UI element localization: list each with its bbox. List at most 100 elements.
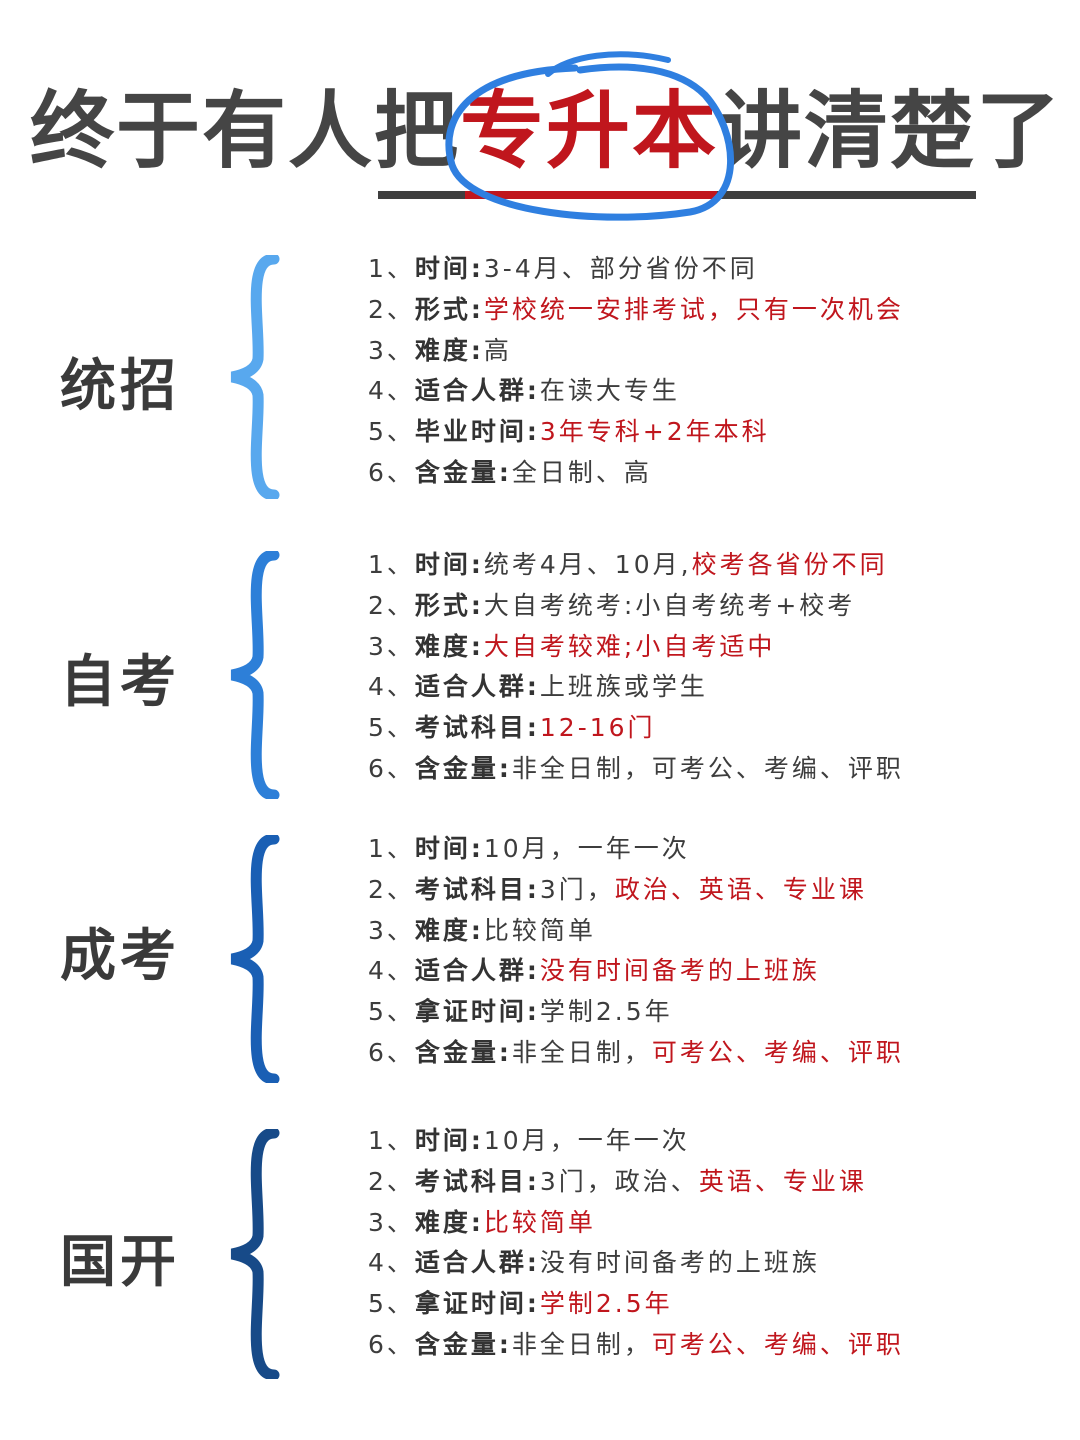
item-label: 毕业时间: bbox=[414, 417, 540, 447]
item-value: 可考公、考编、评职 bbox=[651, 1329, 904, 1359]
item-label: 拿证时间: bbox=[414, 1289, 540, 1319]
item-value: 非全日制， bbox=[511, 1329, 652, 1359]
item-list: 1、时间:3-4月、部分省份不同 2、形式:学校统一安排考试，只有一次机会 3、难度… bbox=[368, 249, 904, 494]
item-number: 4、 bbox=[368, 376, 415, 406]
item-label: 适合人群: bbox=[414, 956, 540, 986]
title-accent: 专升本 bbox=[460, 82, 719, 180]
item-value: 3门， bbox=[539, 874, 615, 904]
title-block: 终于有人把专升本讲清楚了 bbox=[0, 0, 1080, 221]
item-label: 拿证时间: bbox=[414, 997, 540, 1027]
item-value: 比较简单 bbox=[483, 1207, 596, 1237]
list-item: 4、适合人群:没有时间备考的上班族 bbox=[368, 951, 904, 992]
item-label: 含金量: bbox=[414, 1329, 512, 1359]
item-value: 上班族或学生 bbox=[539, 672, 708, 702]
section-tongzhao: 统招 1、时间:3-4月、部分省份不同 2、形式:学校统一安排考试，只有一次机会 3… bbox=[0, 249, 1080, 499]
list-item: 6、含金量:非全日制，可考公、考编、评职 bbox=[368, 1325, 904, 1366]
item-number: 1、 bbox=[368, 834, 415, 863]
item-number: 6、 bbox=[368, 1329, 415, 1359]
section-label: 统招 bbox=[60, 354, 180, 419]
list-item: 4、适合人群:在读大专生 bbox=[368, 371, 904, 412]
item-number: 6、 bbox=[368, 457, 415, 487]
item-value: 统考4月、10月, bbox=[483, 550, 692, 579]
item-number: 5、 bbox=[368, 713, 415, 743]
list-item: 4、适合人群:上班族或学生 bbox=[368, 667, 904, 708]
item-value: 政治、英语、专业课 bbox=[614, 874, 867, 904]
item-value: 校考各省份不同 bbox=[691, 550, 888, 579]
item-value: 10月，一年一次 bbox=[483, 834, 690, 863]
list-item: 3、难度:比较简单 bbox=[368, 1203, 904, 1244]
item-number: 3、 bbox=[368, 631, 415, 661]
item-label: 难度: bbox=[414, 631, 484, 661]
curly-brace-icon bbox=[230, 551, 280, 799]
item-number: 4、 bbox=[368, 672, 415, 702]
item-number: 2、 bbox=[368, 294, 415, 324]
item-number: 1、 bbox=[368, 550, 415, 579]
item-number: 5、 bbox=[368, 997, 415, 1027]
item-number: 4、 bbox=[368, 1248, 415, 1278]
item-label: 考试科目: bbox=[414, 874, 540, 904]
item-value: 高 bbox=[483, 335, 512, 365]
item-label: 考试科目: bbox=[414, 1166, 540, 1196]
list-item: 3、难度:比较简单 bbox=[368, 911, 904, 952]
title-part1: 终于有人把 bbox=[30, 82, 461, 180]
list-item: 2、考试科目:3门，政治、英语、专业课 bbox=[368, 1162, 904, 1203]
item-label: 形式: bbox=[414, 590, 484, 620]
item-value: 学制2.5年 bbox=[539, 997, 673, 1027]
list-item: 5、考试科目:12-16门 bbox=[368, 708, 904, 749]
list-item: 5、拿证时间:学制2.5年 bbox=[368, 992, 904, 1033]
item-label: 适合人群: bbox=[414, 1248, 540, 1278]
item-label: 难度: bbox=[414, 335, 484, 365]
item-value: 大自考较难;小自考适中 bbox=[483, 631, 776, 661]
item-number: 5、 bbox=[368, 417, 415, 447]
list-item: 2、考试科目:3门，政治、英语、专业课 bbox=[368, 870, 904, 911]
title-part2: 讲清楚了 bbox=[718, 82, 1063, 180]
list-item: 5、拿证时间:学制2.5年 bbox=[368, 1284, 904, 1325]
item-value: 学制2.5年 bbox=[539, 1289, 673, 1319]
item-label: 含金量: bbox=[414, 1037, 512, 1067]
item-number: 4、 bbox=[368, 956, 415, 986]
section-label: 成考 bbox=[60, 924, 180, 989]
item-value: 大自考统考:小自考统考+校考 bbox=[483, 590, 856, 620]
curly-brace-icon bbox=[230, 1129, 280, 1379]
item-label: 时间: bbox=[414, 550, 484, 579]
item-value: 没有时间备考的上班族 bbox=[539, 956, 820, 986]
list-item: 2、形式:大自考统考:小自考统考+校考 bbox=[368, 586, 904, 627]
list-item: 1、时间:10月，一年一次 bbox=[368, 829, 904, 870]
item-value: 全日制、高 bbox=[511, 457, 652, 487]
item-number: 6、 bbox=[368, 1037, 415, 1067]
item-label: 形式: bbox=[414, 294, 484, 324]
item-number: 2、 bbox=[368, 590, 415, 620]
item-number: 3、 bbox=[368, 1207, 415, 1237]
item-number: 5、 bbox=[368, 1289, 415, 1319]
list-item: 1、时间:10月，一年一次 bbox=[368, 1121, 904, 1162]
item-label: 考试科目: bbox=[414, 713, 540, 743]
item-value: 非全日制，可考公、考编、评职 bbox=[511, 753, 904, 783]
list-item: 3、难度:高 bbox=[368, 331, 904, 372]
item-label: 时间: bbox=[414, 1126, 484, 1155]
item-number: 3、 bbox=[368, 915, 415, 945]
item-label: 适合人群: bbox=[414, 376, 540, 406]
item-number: 6、 bbox=[368, 753, 415, 783]
list-item: 6、含金量:非全日制，可考公、考编、评职 bbox=[368, 749, 904, 790]
list-item: 1、时间:3-4月、部分省份不同 bbox=[368, 249, 904, 290]
item-value: 非全日制， bbox=[511, 1037, 652, 1067]
item-value: 没有时间备考的上班族 bbox=[539, 1248, 820, 1278]
item-number: 3、 bbox=[368, 335, 415, 365]
item-value: 学校统一安排考试，只有一次机会 bbox=[483, 294, 904, 324]
item-label: 难度: bbox=[414, 915, 484, 945]
list-item: 6、含金量:全日制、高 bbox=[368, 453, 904, 494]
item-number: 1、 bbox=[368, 1126, 415, 1155]
title-underline-accent bbox=[465, 191, 717, 199]
item-value: 3-4月、部分省份不同 bbox=[483, 254, 758, 283]
item-value: 比较简单 bbox=[483, 915, 596, 945]
curly-brace-icon bbox=[230, 835, 280, 1083]
item-label: 时间: bbox=[414, 254, 484, 283]
item-label: 难度: bbox=[414, 1207, 484, 1237]
item-list: 1、时间:统考4月、10月,校考各省份不同 2、形式:大自考统考:小自考统考+校考… bbox=[368, 545, 904, 790]
